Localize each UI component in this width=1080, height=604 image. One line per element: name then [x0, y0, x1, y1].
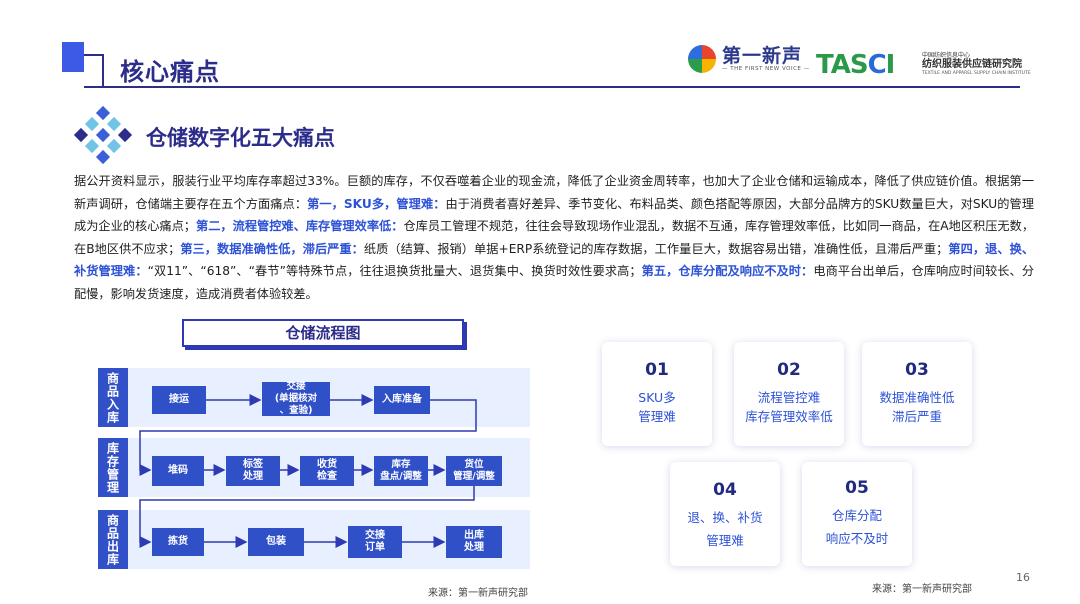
diamond-cluster-icon [73, 105, 133, 165]
para-highlight-5: 第五，仓库分配及响应不及时： [641, 264, 814, 279]
tasci-sub2: 纺织服装供应链研究院 [922, 59, 1022, 70]
card-number: 02 [777, 360, 801, 380]
flow-node-outbound: 出库 处理 [446, 526, 502, 558]
card-line-1: 流程管控难 [757, 390, 821, 405]
para-text-3: 仓库员工管理不规范，往往会导致现场作业混乱，数据不互通，库存管理效率低，比如同一… [74, 219, 1035, 256]
tasci-logo-part-a: TAS [816, 50, 869, 80]
first-new-voice-logo: 第一新声 — THE FIRST NEW VOICE — [688, 45, 810, 73]
para-text-1: 据公开资料显示，服装行业平均库存率超过33%。巨额的库存，不仅吞噬着企业的现金流… [74, 174, 1034, 211]
lane-label: 库存管理 [98, 438, 128, 497]
header-divider [84, 86, 1020, 88]
para-highlight-1: 第一，SKU多，管理难： [307, 196, 446, 211]
para-text-4: 纸质（结算、报销）单据+ERP系统登记的库存数据，工作量巨大，数据容易出错，准确… [363, 241, 949, 256]
flow-node-picking: 拣货 [152, 528, 204, 556]
page-number: 16 [1016, 571, 1030, 584]
card-line-2: 管理难 [706, 533, 744, 548]
tasci-logo-part-c: I [885, 50, 896, 80]
para-highlight-4: 第四，退、换、补货管理难： [74, 241, 1034, 279]
tasci-sub3: TEXTILE AND APPAREL SUPPLY CHAIN INSTITU… [922, 71, 1031, 76]
pain-card-2: 02 流程管控难 库存管理效率低 [734, 342, 844, 446]
pain-card-4: 04 退、换、补货 管理难 [670, 462, 780, 566]
card-line-2: 管理难 [638, 409, 676, 424]
card-number: 01 [645, 360, 669, 380]
source-note-right: 来源：第一新声研究部 [872, 584, 972, 595]
card-line-1: SKU多 [638, 390, 676, 405]
tasci-logo-part-b: C [867, 50, 887, 80]
card-line-2: 库存管理效率低 [745, 409, 833, 424]
flow-node-order-handover: 交接 订单 [348, 526, 402, 558]
flow-node-location-mgmt: 货位 管理/调整 [446, 456, 502, 486]
header-decoration-outline [84, 54, 104, 86]
pain-card-5: 05 仓库分配 响应不及时 [802, 462, 912, 566]
lane-label: 商品入库 [98, 368, 128, 427]
card-number: 03 [905, 360, 929, 380]
para-highlight-3: 第三，数据准确性低，滞后严重： [180, 241, 364, 256]
section-title: 仓储数字化五大痛点 [146, 126, 335, 150]
flow-node-stacking: 堆码 [152, 456, 204, 486]
card-line-1: 退、换、补货 [687, 510, 763, 525]
header-decoration [62, 42, 84, 72]
tasci-logo-text: 中国纺织信息中心 纺织服装供应链研究院 TEXTILE AND APPAREL … [922, 50, 1031, 76]
flow-node-label-handling: 标签 处理 [226, 456, 280, 486]
para-text-5: “双11”、“618”、“春节”等特殊节点，往往退换货批量大、退货集中、换货时效… [147, 264, 642, 279]
card-line-2: 滞后严重 [891, 409, 942, 424]
para-text-2: 由于消费者喜好差异、季节变化、布料品类、颜色搭配等原因，大部分品牌方的SKU数量… [74, 196, 1035, 234]
card-line-1: 仓库分配 [831, 508, 882, 523]
flow-node-handover-check: 交接 (单据核对 、查验) [262, 381, 330, 416]
card-line-2: 响应不及时 [825, 531, 889, 546]
tasci-sub1: 中国纺织信息中心 [922, 52, 971, 59]
card-line-1: 数据准确性低 [879, 390, 955, 405]
tasci-logo: TASCI [816, 50, 896, 80]
page-title: 核心痛点 [120, 58, 220, 86]
flow-node-receiving: 接运 [152, 386, 206, 414]
pain-card-3: 03 数据准确性低 滞后严重 [862, 342, 972, 446]
logo1-tagline: — THE FIRST NEW VOICE — [722, 66, 810, 72]
pain-card-1: 01 SKU多 管理难 [602, 342, 712, 446]
source-note-left: 来源：第一新声研究部 [428, 588, 528, 599]
first-new-voice-logo-icon [688, 45, 716, 73]
flow-chart-title: 仓储流程图 [182, 319, 464, 347]
card-number: 05 [845, 478, 869, 498]
logo1-name: 第一新声 [722, 45, 803, 67]
para-highlight-2: 第二，流程管控难、库存管理效率低： [196, 219, 404, 234]
flow-node-inbound-prep: 入库准备 [374, 386, 430, 414]
flow-node-stocktake: 库存 盘点/调整 [374, 456, 428, 486]
para-text-6: 电商平台出单后，仓库响应时间较长、分配慢，影响发货速度，造成消费者体验较差。 [74, 264, 1035, 301]
flow-node-receipt-check: 收货 检查 [300, 456, 354, 486]
pain-points-paragraph: 据公开资料显示，服装行业平均库存率超过33%。巨额的库存，不仅吞噬着企业的现金流… [74, 170, 1034, 306]
lane-label: 商品出库 [98, 510, 128, 569]
flow-node-packing: 包装 [248, 528, 304, 556]
card-number: 04 [713, 480, 737, 500]
